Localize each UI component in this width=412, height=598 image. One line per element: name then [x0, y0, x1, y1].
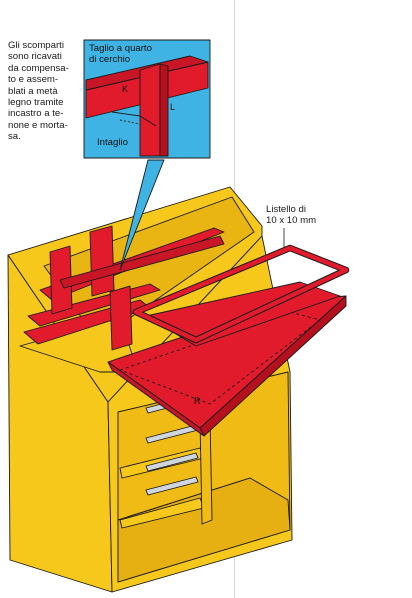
- batten-label-line: 10 x 10 mm: [266, 215, 317, 226]
- caption-line: Gli scomparti: [8, 40, 64, 51]
- inset-letter-l: L: [170, 102, 176, 112]
- caption-line: sono ricavati: [8, 51, 62, 63]
- slide-letter-r: R: [194, 396, 201, 406]
- compartment-shelf: [59, 235, 225, 289]
- shelf-edge: [117, 477, 251, 521]
- caption-line: da compensa-: [8, 62, 69, 74]
- inset-title-line: di cerchio: [89, 54, 131, 65]
- callout-pointer: [119, 159, 165, 271]
- caption-line: legno tramite: [8, 97, 64, 109]
- inset-letter-k: K: [122, 84, 129, 94]
- caption-line: none e morta-: [8, 119, 68, 131]
- inset-cut-label: Intaglio: [97, 137, 128, 148]
- caption-line: blati a metà: [8, 85, 58, 97]
- inset-vertical-board-side: [159, 63, 169, 157]
- batten-label-line: Listello di: [266, 204, 306, 215]
- compartment-divider: [109, 285, 133, 351]
- caption-line: to e assem-: [8, 74, 59, 86]
- slide-hidden-outline: [119, 311, 321, 405]
- inset-title-line: Taglio a quarto: [89, 43, 152, 54]
- drawer-runner-slat: [145, 452, 199, 472]
- caption-line: sa.: [8, 131, 21, 143]
- writing-slide-edge: [107, 361, 205, 437]
- drawer-runner-slat: [145, 476, 199, 496]
- batten-frame-red: [133, 245, 349, 343]
- inset-notch: [111, 111, 157, 127]
- caption-text: Gli scomparti sono ricavati da compensa-…: [8, 40, 94, 143]
- compartment-divider: [89, 225, 115, 297]
- inset-vertical-board: [139, 63, 161, 157]
- caption-line: incastro a te-: [8, 108, 64, 120]
- inset-cut-line: [119, 119, 141, 125]
